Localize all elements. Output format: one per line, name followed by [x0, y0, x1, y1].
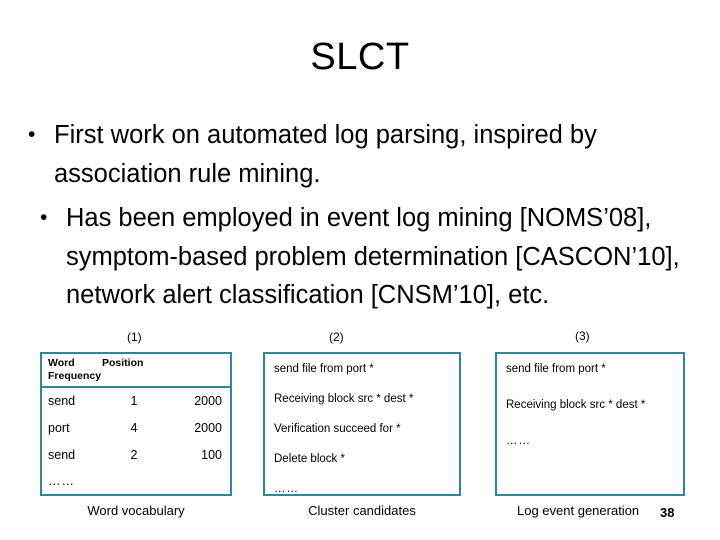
list-item-ellipsis: ……: [506, 435, 531, 447]
list-item: Delete block *: [274, 453, 345, 465]
list-item: send file from port *: [274, 363, 374, 375]
table-row: send 1 2000: [48, 394, 224, 408]
step-label-2: (2): [329, 330, 344, 344]
list-item-ellipsis: ……: [274, 483, 299, 495]
cell-position: 1: [130, 394, 138, 408]
bullet-text-1: First work on automated log parsing, ins…: [54, 121, 597, 188]
list-item: Receiving block src * dest *: [274, 393, 414, 405]
table-row: port 4 2000: [48, 421, 224, 435]
table-row-ellipsis: ……: [48, 474, 75, 488]
step-label-1: (1): [127, 330, 142, 344]
bullet-marker-icon: •: [28, 123, 36, 146]
caption-word-vocabulary: Word vocabulary: [87, 503, 185, 518]
bullet-item-2: • Has been employed in event log mining …: [28, 199, 696, 315]
table-body: send 1 2000 port 4 2000 send 2 100 ……: [42, 388, 230, 487]
column-header-frequency: Frequency: [48, 370, 102, 382]
table-row: send 2 100: [48, 448, 224, 462]
page-title: SLCT: [310, 36, 410, 78]
list-item: Verification succeed for *: [274, 423, 401, 435]
cluster-candidates-list: send file from port * Receiving block sr…: [265, 354, 459, 496]
bullet-text-2: Has been employed in event log mining [N…: [66, 204, 680, 309]
step-label-3: (3): [575, 329, 590, 343]
log-event-list: send file from port * Receiving block sr…: [497, 354, 683, 448]
cell-frequency: 2000: [194, 421, 222, 435]
caption-cluster-candidates: Cluster candidates: [308, 503, 416, 518]
cell-position: 2: [130, 448, 138, 462]
bullet-list: • First work on automated log parsing, i…: [28, 116, 696, 315]
word-vocabulary-panel: Word Position Frequency send 1 2000 port…: [40, 352, 232, 496]
cell-word: send: [48, 448, 76, 462]
list-item: send file from port *: [506, 363, 606, 375]
bullet-marker-icon: •: [40, 206, 48, 229]
cluster-candidates-panel: send file from port * Receiving block sr…: [263, 352, 461, 496]
cell-position: 4: [130, 421, 138, 435]
cell-word: send: [48, 394, 76, 408]
caption-log-event-generation: Log event generation: [517, 503, 640, 518]
column-header-position: Position: [102, 357, 144, 369]
bullet-item-1: • First work on automated log parsing, i…: [28, 116, 696, 193]
table-header: Word Position Frequency: [42, 354, 230, 388]
cell-frequency: 100: [201, 448, 222, 462]
column-header-word: Word: [48, 357, 75, 369]
list-item: Receiving block src * dest *: [506, 399, 646, 411]
cell-word: port: [48, 421, 70, 435]
log-event-generation-panel: send file from port * Receiving block sr…: [495, 352, 685, 496]
cell-frequency: 2000: [194, 394, 222, 408]
page-number: 38: [660, 505, 675, 520]
